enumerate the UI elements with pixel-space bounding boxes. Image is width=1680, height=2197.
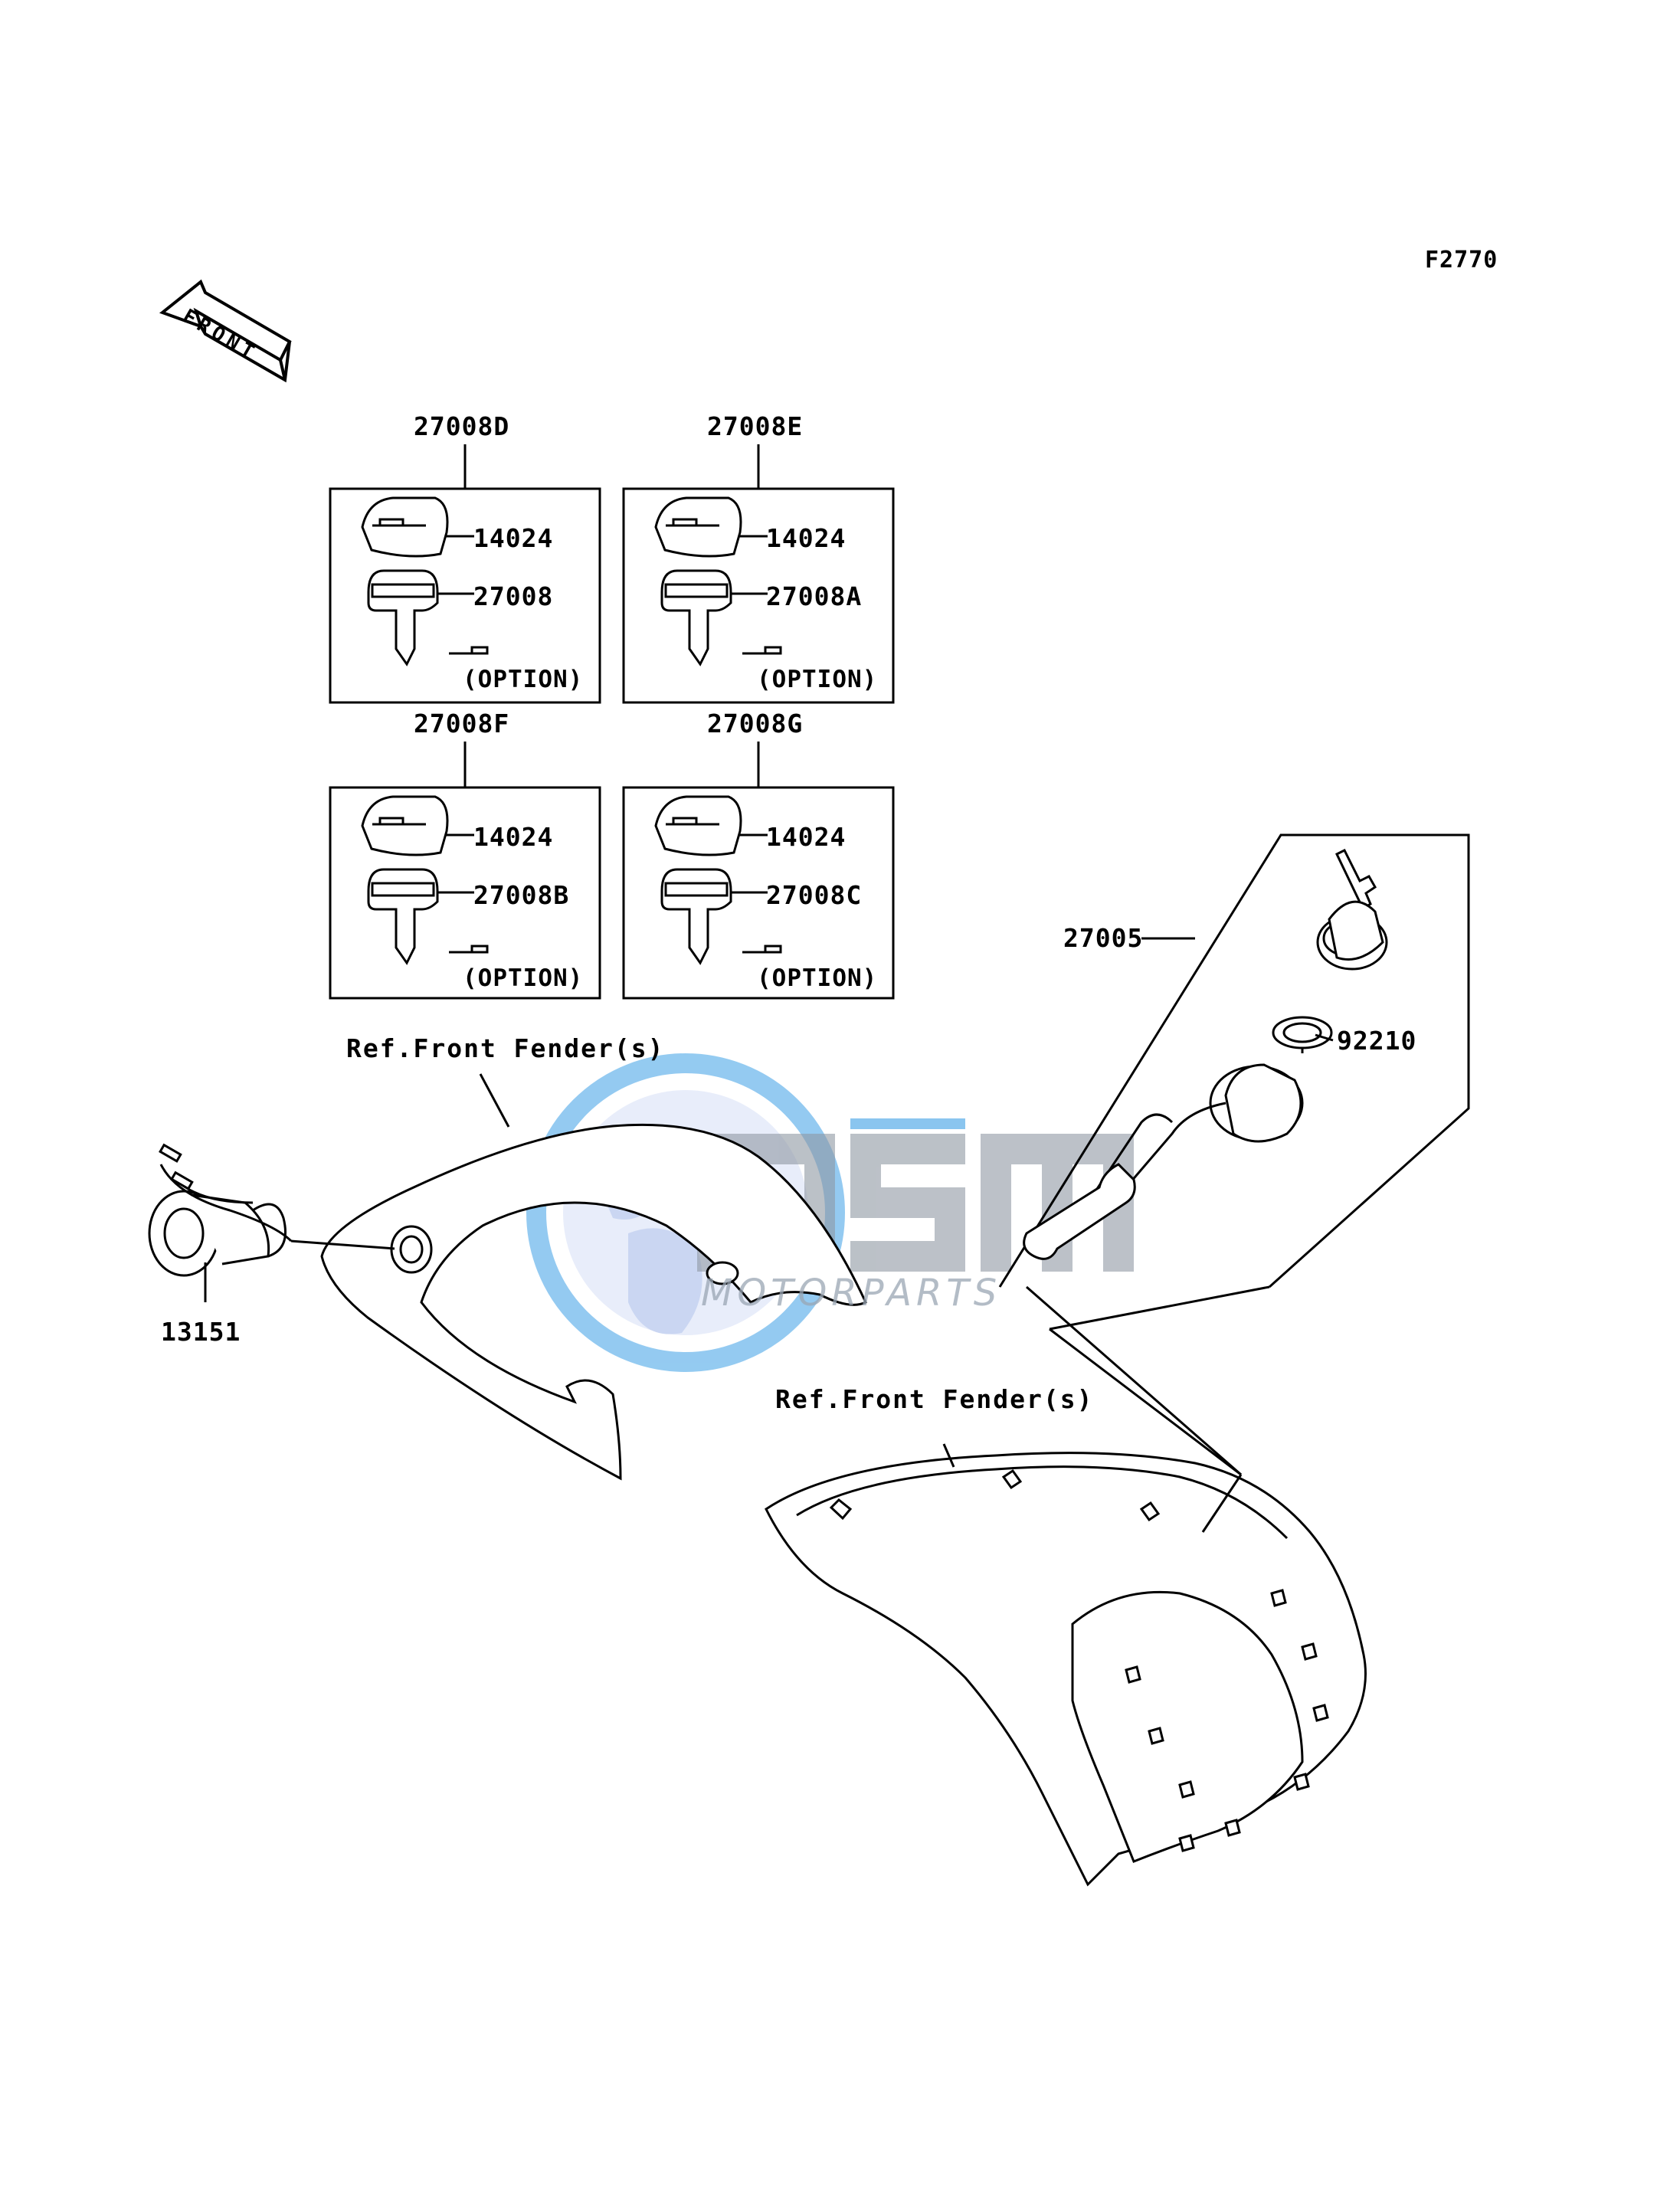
lower-fender-reference: Ref.Front Fender(s)	[775, 1384, 1094, 1414]
key-set-box-e	[622, 444, 895, 704]
key-set-g-drawing	[654, 795, 782, 965]
key-set-e-drawing	[654, 496, 782, 666]
socket-part: 13151	[161, 1317, 241, 1347]
set-e-number: 27008E	[707, 411, 804, 441]
nut-part: 92210	[1337, 1026, 1417, 1056]
key-set-box-d	[329, 444, 601, 704]
set-f-note: (OPTION)	[463, 964, 584, 992]
set-f-number: 27008F	[414, 709, 510, 738]
nut-leader	[1315, 1033, 1334, 1042]
set-g-note: (OPTION)	[757, 964, 878, 992]
set-e-note: (OPTION)	[757, 666, 878, 693]
ignition-switch-part: 27005	[1063, 923, 1144, 953]
upper-front-fender-icon	[320, 1073, 867, 1481]
set-f-cap-part: 14024	[473, 822, 554, 852]
set-e-key-part: 27008A	[766, 581, 863, 611]
set-d-key-part: 27008	[473, 581, 554, 611]
set-d-cap-part: 14024	[473, 523, 554, 553]
key-set-box-g	[622, 742, 895, 1000]
set-e-cap-part: 14024	[766, 523, 847, 553]
set-g-key-part: 27008C	[766, 880, 863, 910]
set-g-number: 27008G	[707, 709, 804, 738]
key-set-box-f	[329, 742, 601, 1000]
ignition-switch-group-outline	[998, 833, 1470, 1288]
figure-code: F2770	[1425, 247, 1498, 273]
socket-icon	[148, 1143, 395, 1302]
key-set-f-drawing	[361, 795, 489, 965]
set-f-key-part: 27008B	[473, 880, 570, 910]
front-arrow-icon	[159, 279, 292, 383]
leader-lines	[1026, 1285, 1270, 1476]
key-set-d-drawing	[361, 496, 489, 666]
ignition-switch-icon	[1023, 848, 1388, 1260]
watermark-tagline: MOTORPARTS	[701, 1272, 1002, 1315]
upper-fender-reference: Ref.Front Fender(s)	[346, 1033, 665, 1063]
set-d-number: 27008D	[414, 411, 510, 441]
set-d-note: (OPTION)	[463, 666, 584, 693]
set-g-cap-part: 14024	[766, 822, 847, 852]
lower-front-fender-icon	[765, 1443, 1367, 1887]
key-drawings	[361, 496, 782, 965]
